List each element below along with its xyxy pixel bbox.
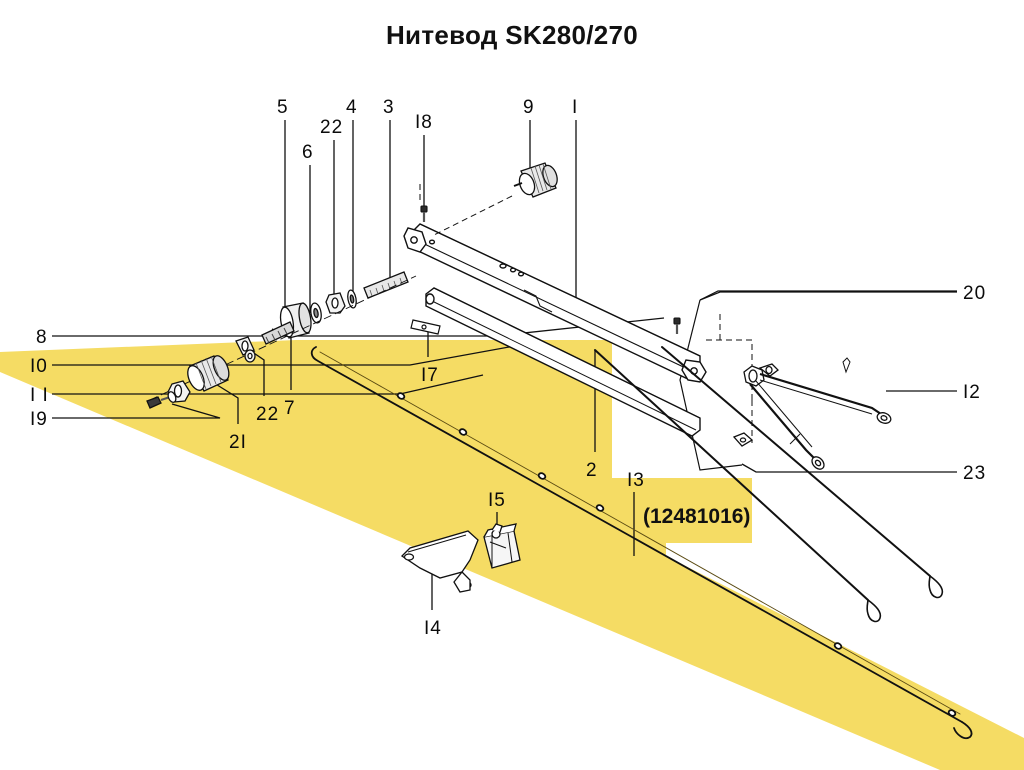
callout-label-6: 6 bbox=[302, 142, 314, 163]
leader-20 bbox=[699, 291, 957, 301]
callout-label-22-bottom: 22 bbox=[256, 404, 280, 425]
callout-label-22-top: 22 bbox=[320, 117, 344, 138]
bracket-part-14 bbox=[400, 530, 479, 593]
nut-part-22b bbox=[244, 349, 256, 363]
lower-rail-part-3 bbox=[425, 287, 701, 437]
left-exploded-assembly bbox=[146, 271, 417, 409]
callout-label-18: I8 bbox=[415, 112, 433, 133]
callout-label-5: 5 bbox=[277, 97, 289, 118]
tab-part-17 bbox=[410, 319, 441, 335]
callout-label-13: I3 bbox=[627, 470, 645, 491]
knob-9-alignment-dash bbox=[419, 180, 513, 237]
callout-label-1: I bbox=[572, 97, 579, 118]
highlighted-rod-part-13 bbox=[310, 346, 973, 740]
washer-part-4 bbox=[347, 289, 357, 309]
screw-right bbox=[673, 317, 681, 334]
leader-10 bbox=[52, 344, 521, 366]
spring-part-7 bbox=[261, 321, 295, 345]
callout-label-10: I0 bbox=[30, 356, 48, 377]
highlighted-part-number: (12481016) bbox=[643, 505, 751, 528]
thin-wire-rods bbox=[594, 346, 944, 623]
callout-label-4: 4 bbox=[346, 97, 358, 118]
page-title: Нитевод SK280/270 bbox=[385, 20, 639, 50]
assembly-bracket-20 bbox=[679, 290, 957, 471]
callout-label-7: 7 bbox=[284, 398, 296, 419]
callout-label-9: 9 bbox=[523, 97, 535, 118]
nut-part-22a bbox=[325, 292, 346, 314]
callout-label-2: 2 bbox=[586, 460, 598, 481]
knurled-cylinder-part-10 bbox=[187, 355, 230, 392]
washer-part-21 bbox=[167, 391, 177, 403]
knurled-knob-part-9 bbox=[513, 162, 558, 198]
callout-label-17: I7 bbox=[421, 365, 439, 386]
clamp-block-part-15 bbox=[483, 523, 521, 569]
leader-23 bbox=[741, 463, 957, 473]
washer-part-6 bbox=[310, 302, 322, 324]
callout-label-15: I5 bbox=[488, 490, 506, 511]
callout-label-11: I I bbox=[30, 385, 49, 406]
main-rail-part-1 bbox=[403, 223, 707, 383]
callout-label-12: I2 bbox=[963, 382, 981, 403]
callout-label-14: I4 bbox=[424, 618, 442, 639]
linkage-arms bbox=[732, 357, 892, 470]
callout-label-3: 3 bbox=[383, 97, 395, 118]
callout-label-21: 2I bbox=[229, 432, 247, 453]
callout-label-8: 8 bbox=[36, 327, 48, 348]
screw-18 bbox=[420, 205, 428, 222]
callout-label-23: 23 bbox=[963, 463, 987, 484]
callout-label-19: I9 bbox=[30, 409, 48, 430]
leader-21 bbox=[213, 382, 239, 424]
callout-label-20: 20 bbox=[963, 283, 987, 304]
leader-19 bbox=[52, 403, 221, 419]
threaded-shaft-part-3 bbox=[363, 271, 409, 299]
